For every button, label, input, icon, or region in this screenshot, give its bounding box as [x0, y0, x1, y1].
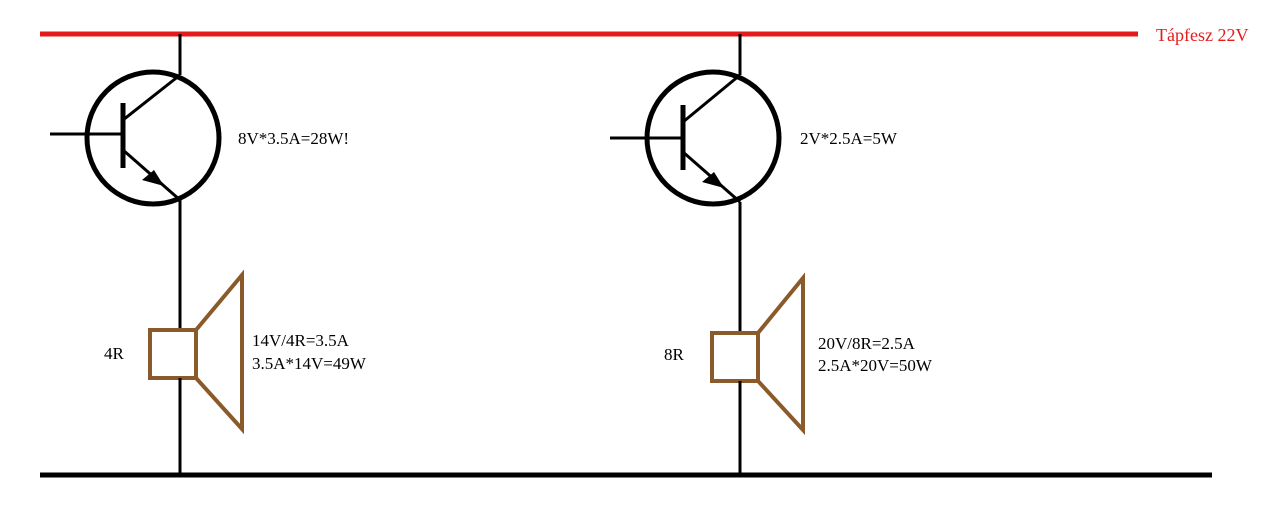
emitter-arrow [142, 170, 164, 186]
speaker-2-cone [756, 272, 805, 436]
circuit-2 [610, 34, 805, 475]
supply-label: Tápfesz 22V [1156, 25, 1249, 45]
circuit-1 [50, 34, 244, 475]
speaker-1-power: 3.5A*14V=49W [252, 354, 366, 373]
speaker-2-impedance: 8R [664, 345, 684, 364]
speaker-1-impedance: 4R [104, 344, 124, 363]
transistor-1-power: 8V*3.5A=28W! [238, 129, 350, 148]
emitter-arrow [702, 172, 724, 188]
collector-lead [122, 73, 181, 122]
transistor-2-power: 2V*2.5A=5W [800, 129, 897, 148]
speaker-1-magnet [148, 328, 198, 380]
speaker-2-power: 2.5A*20V=50W [818, 356, 932, 375]
speaker-2-current: 20V/8R=2.5A [818, 334, 915, 353]
speaker-1-cone [194, 269, 244, 435]
speaker-1-current: 14V/4R=3.5A [252, 331, 349, 350]
transistor-1-envelope [84, 69, 222, 207]
speaker-2-magnet [710, 331, 760, 383]
collector-lead [682, 73, 741, 124]
